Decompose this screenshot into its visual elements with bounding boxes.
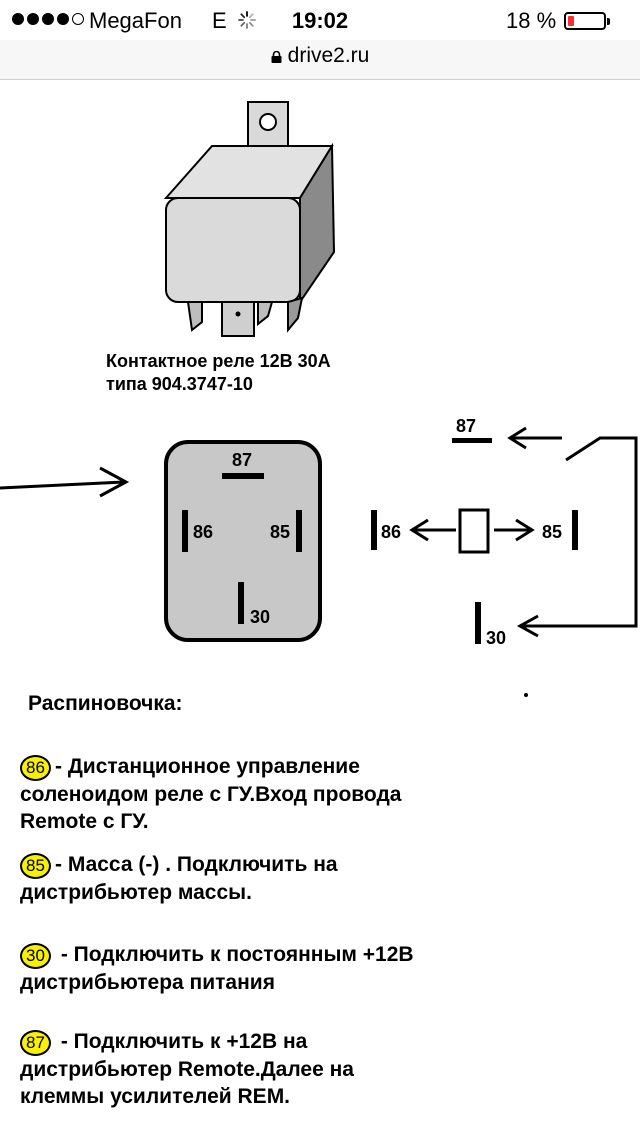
lock-icon xyxy=(271,51,282,63)
signal-dot xyxy=(72,13,84,25)
relay-face xyxy=(164,440,322,642)
relay-schematic xyxy=(371,426,638,644)
battery-nub xyxy=(607,18,610,25)
network-type: E xyxy=(212,8,227,33)
pinout-item-text: - Подключить к +12В на дистрибьютер Remo… xyxy=(20,1030,354,1108)
signal-strength-icon xyxy=(12,13,84,25)
relay-caption-line1: Контактное реле 12В 30А xyxy=(106,351,331,371)
pointer-arrow-icon xyxy=(0,466,130,498)
signal-dot xyxy=(42,13,54,25)
carrier-name: MegaFon xyxy=(89,8,182,33)
relay-illustration xyxy=(163,101,336,337)
battery-icon xyxy=(564,12,610,30)
battery-fill xyxy=(568,16,574,26)
signal-dot xyxy=(27,13,39,25)
pinout-item: 85- Масса (-) . Подключить на дистрибьют… xyxy=(20,851,440,906)
relay-caption: Контактное реле 12В 30А типа 904.3747-10 xyxy=(106,350,331,396)
pin-badge: 86 xyxy=(20,755,51,781)
schematic-pin30: 30 xyxy=(486,628,506,648)
schematic-pin86: 86 xyxy=(381,522,401,542)
url-domain: drive2.ru xyxy=(287,44,370,67)
article-image: 87 86 85 30 87 86 85 30 Контактное реле … xyxy=(0,80,640,1136)
relay-face-pin86: 86 xyxy=(193,522,213,542)
relay-caption-line2: типа 904.3747-10 xyxy=(106,374,253,394)
relay-diagram: 87 86 85 30 87 86 85 30 xyxy=(0,101,638,648)
schematic-pin87: 87 xyxy=(456,416,476,436)
pinout-item-text: - Подключить к постоянным +12В дистрибью… xyxy=(20,943,414,994)
relay-face-pin30: 30 xyxy=(250,607,270,627)
status-bar: MegaFon E 19:02 18 % xyxy=(0,0,640,40)
stray-dot xyxy=(524,693,528,697)
pinout-item-text: - Дистанционное управление соленоидом ре… xyxy=(20,755,402,833)
pinout-title: Распиновочка: xyxy=(28,692,183,715)
pinout-item: 86- Дистанционное управление соленоидом … xyxy=(20,753,440,835)
pin-badge: 30 xyxy=(20,943,51,969)
address-bar[interactable]: drive2.ru xyxy=(0,40,640,80)
pinout-item: 87 - Подключить к +12В на дистрибьютер R… xyxy=(20,1028,440,1110)
url-display[interactable]: drive2.ru xyxy=(0,44,640,68)
pin-badge: 87 xyxy=(20,1030,51,1056)
signal-dot xyxy=(57,13,69,25)
activity-spinner-icon xyxy=(238,11,256,29)
relay-face-pin85: 85 xyxy=(270,522,290,542)
relay-face-pin87: 87 xyxy=(232,450,252,470)
signal-dot xyxy=(12,13,24,25)
pin-badge: 85 xyxy=(20,853,51,879)
pinout-item-text: - Масса (-) . Подключить на дистрибьютер… xyxy=(20,853,338,904)
battery-percent: 18 % xyxy=(506,8,557,33)
schematic-pin85: 85 xyxy=(542,522,562,542)
pinout-item: 30 - Подключить к постоянным +12В дистри… xyxy=(20,941,440,996)
clock: 19:02 xyxy=(291,8,349,33)
